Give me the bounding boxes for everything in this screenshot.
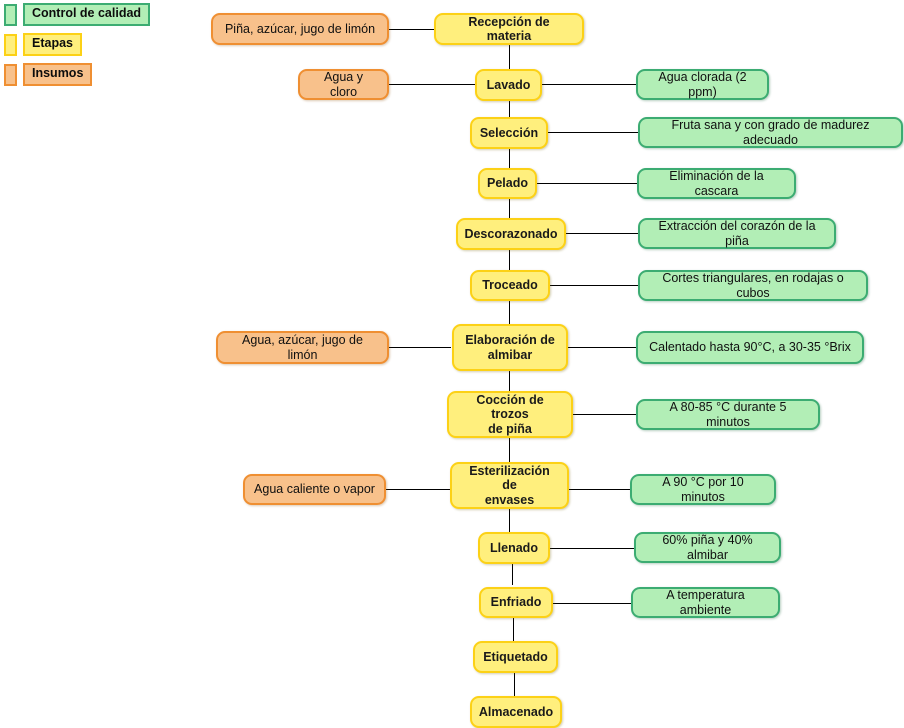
connector-quality-lavado	[542, 84, 637, 85]
stage-node-lavado[interactable]: Lavado	[475, 69, 542, 101]
legend-label-input: Insumos	[23, 63, 93, 86]
quality-node-calentado-90c[interactable]: Calentado hasta 90°C, a 30-35 °Brix	[636, 331, 864, 364]
connector-vertical-seleccion-pelado	[509, 148, 510, 168]
connector-vertical-elaboracion-coccion	[509, 370, 510, 392]
connector-vertical-llenado-enfriado	[512, 563, 513, 585]
connector-quality-troceado	[549, 285, 639, 286]
legend: Control de calidad Etapas Insumos	[4, 3, 151, 93]
stage-node-almacenado[interactable]: Almacenado	[470, 696, 562, 728]
legend-label-quality: Control de calidad	[23, 3, 151, 26]
input-node-agua-azucar-jugo-de-limon[interactable]: Agua, azúcar, jugo de limón	[216, 331, 389, 364]
input-node-agua-y-cloro[interactable]: Agua y cloro	[298, 69, 389, 100]
quality-node-extraccion-corazon[interactable]: Extracción del corazón de la piña	[638, 218, 836, 249]
input-node-agua-caliente-o-vapor[interactable]: Agua caliente o vapor	[243, 474, 386, 505]
connector-vertical-esterilizacion-llenado	[509, 508, 510, 532]
connector-vertical-enfriado-etiquetado	[513, 617, 514, 642]
input-node-pina-azucar-jugo-de-limon[interactable]: Piña, azúcar, jugo de limón	[211, 13, 389, 45]
stage-node-seleccion[interactable]: Selección	[470, 117, 548, 149]
stage-node-pelado[interactable]: Pelado	[478, 168, 537, 199]
quality-node-60-pina-40-almibar[interactable]: 60% piña y 40% almibar	[634, 532, 781, 563]
quality-node-fruta-sana[interactable]: Fruta sana y con grado de madurez adecua…	[638, 117, 903, 148]
legend-item-control-de-calidad: Control de calidad	[4, 3, 151, 26]
connector-input-elaboracion	[387, 347, 451, 348]
stage-node-enfriado[interactable]: Enfriado	[479, 587, 553, 618]
legend-swatch-input	[4, 63, 17, 86]
connector-vertical-troceado-elaboracion	[509, 300, 510, 324]
quality-node-cortes-triangulares[interactable]: Cortes triangulares, en rodajas o cubos	[638, 270, 868, 301]
quality-node-a-80-85-c[interactable]: A 80-85 °C durante 5 minutos	[636, 399, 820, 430]
quality-node-a-90-c[interactable]: A 90 °C por 10 minutos	[630, 474, 776, 505]
legend-swatch-quality	[4, 3, 17, 26]
stage-node-etiquetado[interactable]: Etiquetado	[473, 641, 558, 673]
connector-quality-pelado	[536, 183, 638, 184]
stage-node-coccion-de-trozos-de-pina[interactable]: Cocción de trozos de piña	[447, 391, 573, 438]
connector-quality-descorazonado	[565, 233, 639, 234]
connector-quality-llenado	[549, 548, 635, 549]
quality-node-agua-clorada[interactable]: Agua clorada (2 ppm)	[636, 69, 769, 100]
connector-input-recepcion	[387, 29, 449, 30]
quality-node-temperatura-ambiente[interactable]: A temperatura ambiente	[631, 587, 780, 618]
stage-node-esterilizacion-de-envases[interactable]: Esterilización de envases	[450, 462, 569, 509]
connector-quality-esterilizacion	[568, 489, 631, 490]
connector-vertical-recepcion-lavado	[509, 44, 510, 84]
legend-swatch-stage	[4, 33, 17, 56]
legend-item-etapas: Etapas	[4, 33, 150, 56]
connector-vertical-coccion-esterilizacion	[509, 437, 510, 462]
connector-input-esterilizacion	[384, 489, 451, 490]
stage-node-elaboracion-de-almibar[interactable]: Elaboración de almibar	[452, 324, 568, 371]
stage-node-descorazonado[interactable]: Descorazonado	[456, 218, 566, 250]
connector-vertical-etiquetado-almacenado	[514, 673, 515, 698]
connector-quality-coccion	[572, 414, 637, 415]
connector-input-lavado	[387, 84, 476, 85]
connector-quality-seleccion	[547, 132, 639, 133]
legend-item-insumos: Insumos	[4, 63, 150, 86]
connector-vertical-lavado-seleccion	[509, 100, 510, 118]
connector-vertical-pelado-descorazonado	[509, 198, 510, 218]
connector-vertical-descorazonado-troceado	[509, 249, 510, 270]
connector-quality-enfriado	[552, 603, 632, 604]
connector-quality-elaboracion	[567, 347, 637, 348]
stage-node-llenado[interactable]: Llenado	[478, 532, 550, 564]
stage-node-recepcion-de-materia[interactable]: Recepción de materia	[434, 13, 584, 45]
quality-node-eliminacion-cascara[interactable]: Eliminación de la cascara	[637, 168, 796, 199]
stage-node-troceado[interactable]: Troceado	[470, 270, 550, 301]
legend-label-stage: Etapas	[23, 33, 82, 56]
